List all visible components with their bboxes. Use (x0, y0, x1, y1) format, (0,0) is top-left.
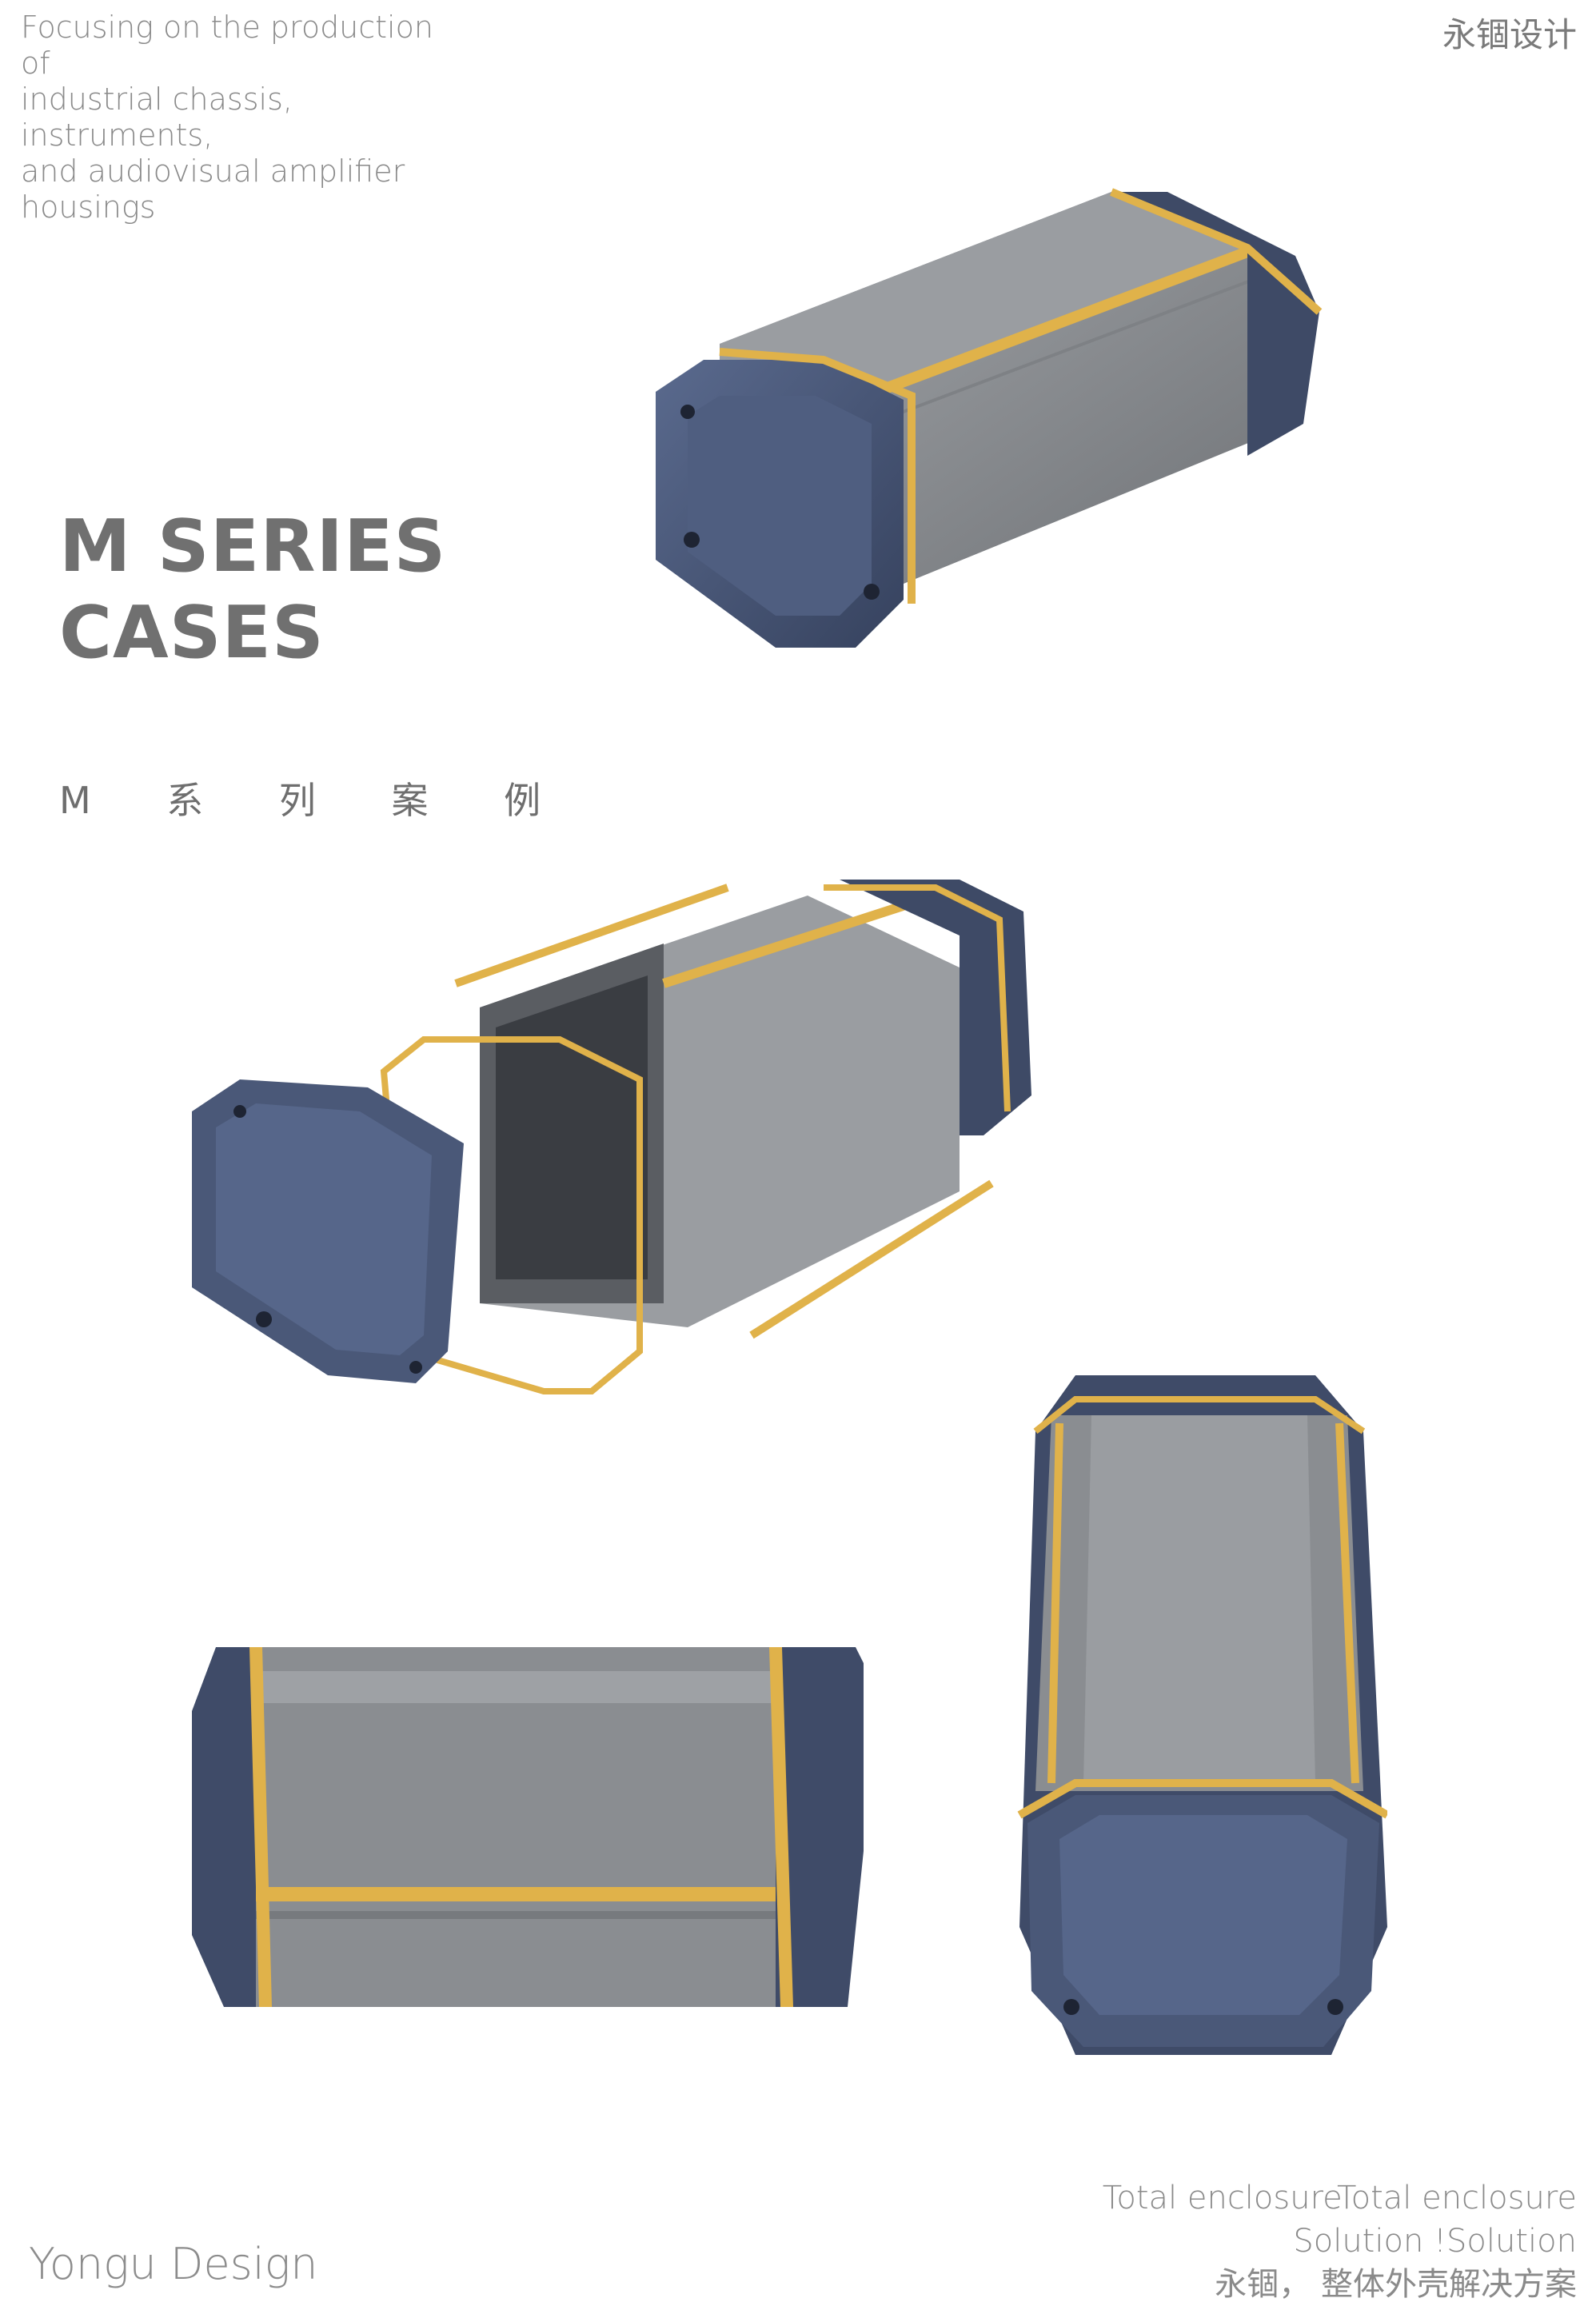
case-front-face (1083, 1415, 1315, 1783)
trim-strip (853, 246, 1250, 405)
end-cap-inner (1059, 1815, 1347, 2015)
case-body (256, 1647, 776, 2007)
ridge-line (871, 274, 1264, 425)
trim-strip (1047, 1422, 1063, 1784)
screw-hole (1327, 1999, 1343, 2015)
screw-hole (680, 405, 695, 419)
end-cap-back (840, 880, 1031, 1135)
trim-frame (249, 1647, 272, 2007)
trim-strip (1335, 1422, 1359, 1784)
slogan-line: 永锢， 整体外壳解决方案 (1215, 2266, 1577, 2303)
case-render-isometric (656, 188, 1323, 648)
page-title: M SERIES CASES (59, 504, 446, 676)
trim-frame (380, 1036, 643, 1394)
case-top-face (720, 192, 1247, 400)
screw-hole (1063, 1999, 1079, 2015)
end-cap-inner (216, 1103, 432, 1355)
screw-hole (864, 584, 880, 600)
screw-hole (409, 1361, 422, 1374)
trim-frame (1017, 1779, 1387, 1819)
trim-frame (1033, 1396, 1366, 1434)
tagline-line: Focusing on the production of (21, 10, 433, 81)
ridge-line (256, 1671, 776, 1703)
case-render-exploded (192, 880, 1031, 1394)
case-render-side (192, 1647, 864, 2007)
tagline-line: housings (21, 190, 156, 225)
trim-frame (719, 348, 916, 604)
end-cap-inner (688, 396, 872, 616)
trim-rail (454, 884, 729, 987)
end-cap-back (1111, 192, 1319, 456)
trim-rail (749, 1179, 994, 1339)
tagline-line: and audiovisual amplifier (21, 154, 405, 189)
slogan-line: Total enclosureTotal enclosure (1102, 2180, 1577, 2216)
tagline-line: industrial chassis, instruments, (21, 82, 293, 153)
footer-slogan: Total enclosureTotal enclosure Solution … (1103, 2176, 1577, 2306)
page-subtitle-cn: M 系 列 案 例 (59, 779, 573, 822)
footer-brand: Yongu Design (29, 2239, 318, 2289)
title-line: M SERIES (59, 505, 447, 588)
trim-frame (769, 1647, 793, 2007)
case-render-standing (1017, 1375, 1387, 2055)
screw-hole (256, 1311, 272, 1327)
ridge-line (256, 1911, 776, 1919)
trim-frame (1110, 188, 1323, 315)
trim-frame (824, 884, 1011, 1112)
case-body-interior (496, 975, 648, 1279)
screw-hole (233, 1105, 246, 1118)
tagline: Focusing on the production of industrial… (21, 10, 469, 225)
brand-logo-cn: 永锢设计 (1442, 15, 1577, 54)
slogan-line: Solution !Solution (1293, 2223, 1577, 2260)
title-line: CASES (59, 591, 325, 675)
trim-strip (256, 1887, 776, 1901)
screw-hole (684, 532, 700, 548)
